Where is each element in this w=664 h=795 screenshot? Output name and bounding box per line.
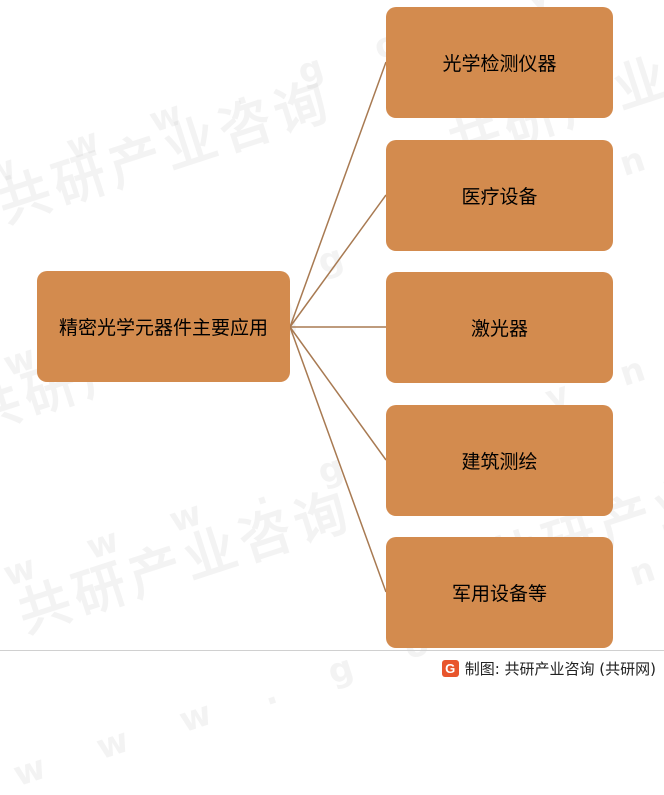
application-label: 激光器: [470, 318, 528, 340]
root-node: 精密光学元器件主要应用: [37, 271, 290, 382]
application-node-optical-inspection: 光学检测仪器: [386, 7, 613, 118]
brand-logo-icon: G: [441, 659, 459, 677]
application-node-medical: 医疗设备: [386, 140, 613, 251]
connector-line: [289, 194, 387, 328]
application-label: 光学检测仪器: [442, 53, 557, 75]
application-node-laser: 激光器: [386, 272, 613, 383]
application-node-military: 军用设备等: [386, 537, 613, 648]
application-label: 建筑测绘: [461, 451, 538, 473]
connector-line: [289, 326, 387, 461]
connector-line: [289, 326, 387, 593]
connector-line: [289, 61, 387, 328]
source-text: 制图: 共研产业咨询 (共研网): [464, 659, 656, 678]
connector-lines: [289, 61, 387, 593]
source-footer: G 制图: 共研产业咨询 (共研网): [441, 656, 656, 680]
footer-divider: [0, 650, 664, 651]
application-label: 军用设备等: [451, 583, 547, 605]
root-label: 精密光学元器件主要应用: [58, 317, 268, 339]
application-label: 医疗设备: [461, 186, 538, 208]
application-node-surveying: 建筑测绘: [386, 405, 613, 516]
